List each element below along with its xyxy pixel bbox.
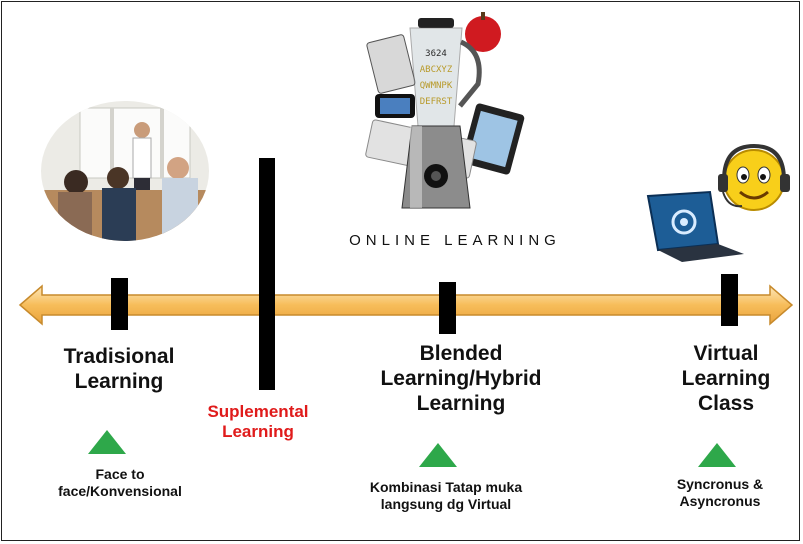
stage-title-virtual: Virtual Learning Class <box>681 342 771 416</box>
svg-text:QWMNPK: QWMNPK <box>420 81 453 91</box>
laptop-icon <box>646 190 744 262</box>
blender-icon: 3624 ABCXYZ QWMNPK DEFRST <box>401 18 482 209</box>
blender-collage: 3624 ABCXYZ QWMNPK DEFRST <box>365 12 525 209</box>
timeline-divider-suplemental <box>259 158 275 390</box>
smiley-headset-icon <box>718 143 790 211</box>
stage-title-tradisional: Tradisional Learning <box>63 345 175 394</box>
phone-icon <box>375 94 415 118</box>
stage-desc-virtual: Syncronus & Asyncronus <box>676 476 764 509</box>
stage-desc-blended: Kombinasi Tatap muka langsung dg Virtual <box>369 479 523 512</box>
apple-icon <box>465 12 501 52</box>
tablet-icon <box>461 103 525 175</box>
stage-triangle-virtual <box>698 443 736 467</box>
virtual-learning-illustration <box>646 143 790 262</box>
ereader-icon <box>366 34 416 94</box>
timeline-marker-tradisional <box>111 278 128 330</box>
timeline-marker-blended <box>439 282 456 334</box>
stage-desc-tradisional: Face to face/Konvensional <box>58 466 182 499</box>
stage-triangle-blended <box>419 443 457 467</box>
stage-title-blended: Blended Learning/Hybrid Learning <box>380 342 542 416</box>
timeline-arrow <box>18 284 794 326</box>
online-learning-label: ONLINE LEARNING <box>349 232 561 249</box>
svg-text:3624: 3624 <box>425 49 447 59</box>
stage-triangle-tradisional <box>88 430 126 454</box>
stage-title-suplemental: Suplemental Learning <box>207 402 309 442</box>
svg-text:DEFRST: DEFRST <box>420 97 453 107</box>
svg-text:ABCXYZ: ABCXYZ <box>420 65 453 75</box>
classroom-photo <box>41 101 209 241</box>
timeline-marker-virtual <box>721 274 738 326</box>
